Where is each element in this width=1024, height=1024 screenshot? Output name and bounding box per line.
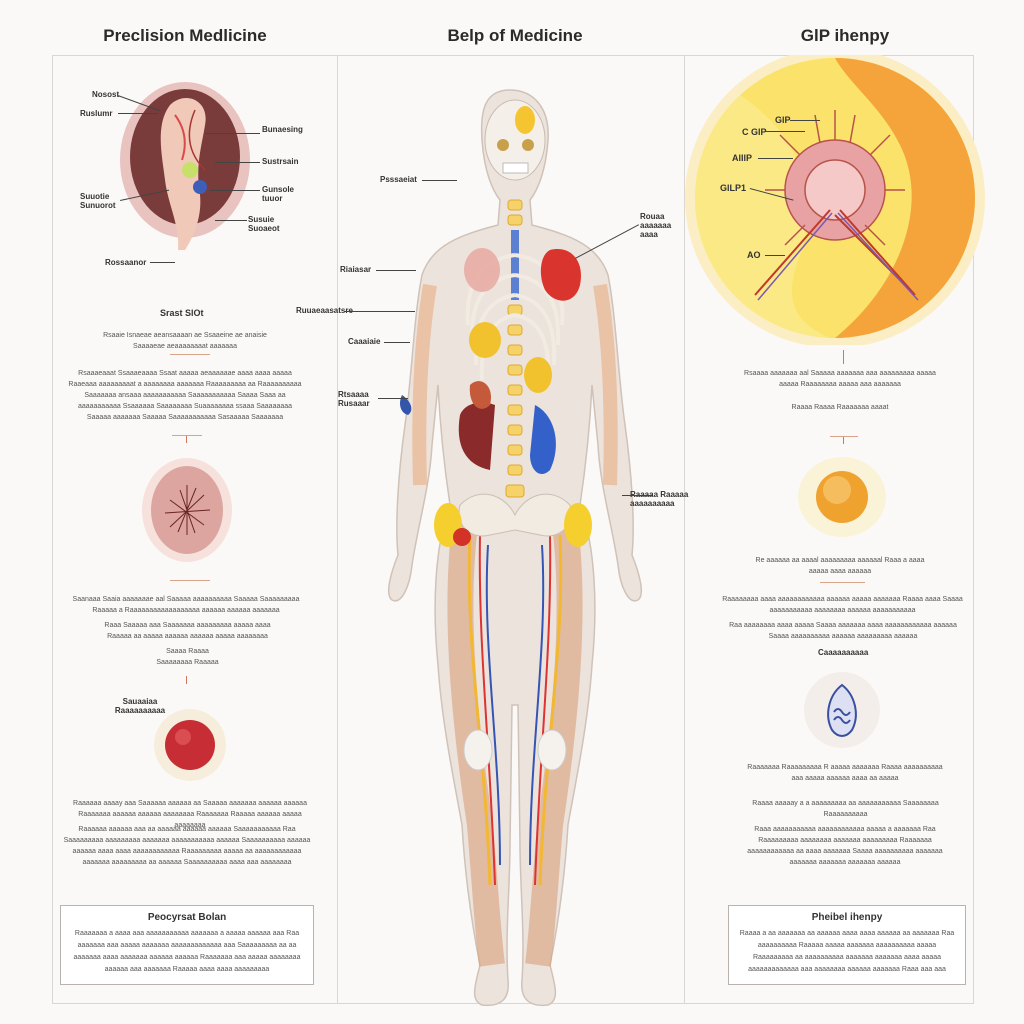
left-caption: Srast SlOt — [160, 308, 204, 318]
label-left-4: Sustrsain — [262, 157, 299, 166]
right-para-6: Raaaaaaa Raaaaaaaaa R aaaaa aaaaaaa Raaa… — [747, 764, 943, 782]
leader-line — [765, 131, 805, 132]
title-left: Preclision Medlicine — [103, 26, 267, 45]
circle-label-3: AlIlP — [732, 153, 753, 163]
tick-mark — [186, 435, 187, 443]
gip-receptor-illustration — [685, 55, 985, 345]
leader-line — [622, 495, 652, 496]
label-center-4: Caaaiaie — [348, 337, 381, 346]
left-para-6: Raaaaaa aaaay aaa Saaaaaa aaaaaa aa Saaa… — [73, 800, 307, 829]
left-para-3: Saanaaa Saaia aaaaaaae aal Saaaaa aaaaaa… — [72, 596, 300, 614]
circle-label-2: C GlP — [742, 127, 767, 137]
protein-illustration — [804, 672, 880, 748]
tick-mark — [843, 436, 844, 444]
tick-mark — [843, 350, 844, 364]
divider-right — [684, 55, 685, 1004]
label-center-2: Riaiasar — [340, 265, 372, 274]
right-box-text: Raaaa a aa aaaaaaa aa aaaaaa aaaa aaaa a… — [739, 930, 955, 973]
separator — [820, 582, 865, 583]
left-box-title: Peocyrsat Bolan — [147, 912, 227, 923]
label-center-5: Rtsaaaa Rusaaar — [338, 390, 370, 408]
separator — [170, 354, 210, 355]
label-center-6: Rouaa aaaaaaa aaaa — [640, 212, 672, 239]
label-left-7: Susuie Suoaeot — [248, 215, 280, 233]
right-small-label: Caaaaaaaaaa — [818, 648, 869, 657]
red-cell-illustration — [154, 709, 226, 781]
tick-mark — [186, 676, 187, 684]
divider-left — [337, 55, 338, 1004]
label-center-7: Raaaaa Raaaaa aaaaaaaaaa — [630, 490, 689, 508]
right-para-8: Raaa aaaaaaaaaaa aaaaaaaaaaaa aaaaa a aa… — [747, 826, 943, 866]
label-left-1: Nosost — [92, 90, 120, 99]
title-right: GlP ihenpy — [800, 26, 890, 45]
leader-line — [210, 190, 260, 191]
panel-frame — [52, 55, 974, 1004]
leader-line — [215, 220, 247, 221]
left-para-4: Raaa Saaaaa aaa Saaaaaaa aaaaaaaaa aaaaa… — [104, 622, 271, 640]
leader-line — [790, 120, 820, 121]
separator — [830, 436, 858, 437]
right-para-2: Raaaa Raaaa Raaaaaaa aaaat — [791, 404, 889, 411]
leader-line — [345, 311, 415, 312]
leader-line — [150, 262, 175, 263]
leader-line — [205, 133, 260, 134]
leader-line — [215, 162, 260, 163]
label-center-1: Psssaeiat — [380, 175, 417, 184]
left-box-text: Raaaaaaa a aaaa aaa aaaaaaaaaaa aaaaaaa … — [73, 930, 301, 973]
label-left-8: Rossaanor — [105, 258, 147, 267]
title-center: Belp of Medicine — [447, 26, 583, 45]
label-left-6: Gunsole tuuor — [262, 185, 295, 203]
cell-oval-illustration — [142, 458, 232, 562]
anatomical-body-illustration — [387, 89, 643, 1007]
circle-label-4: GlLP1 — [720, 183, 747, 193]
circle-label-1: GlP — [775, 115, 791, 125]
separator — [170, 580, 210, 581]
right-summary-box: Pheibel ihenpy Raaaa a aa aaaaaaa aa aaa… — [728, 905, 966, 985]
leader-line — [384, 342, 410, 343]
right-para-3: Re aaaaaa aa aaaal aaaaaaaaa aaaaaal Raa… — [755, 557, 925, 575]
left-para-5: Saaaa Raaaa Saaaaaaaa Raaaaa — [156, 648, 219, 666]
left-para-1: Rsaaie Isnaeae aeansaaaan ae Ssaaeine ae… — [103, 332, 267, 350]
left-small-label: Sauaaiaa Raaaaaaaaaa — [114, 697, 166, 715]
left-summary-box: Peocyrsat Bolan Raaaaaaa a aaaa aaa aaaa… — [60, 905, 314, 985]
right-para-1: Rsaaaa aaaaaaa aal Saaaaa aaaaaaa aaa aa… — [744, 370, 936, 388]
right-para-5: Raa aaaaaaaa aaaa aaaaa Saaaa aaaaaaa aa… — [729, 622, 957, 640]
leader-line — [765, 255, 785, 256]
leader-line — [378, 398, 408, 399]
leader-line — [118, 113, 158, 114]
separator — [172, 435, 202, 436]
right-para-7: Raaaa aaaaay a a aaaaaaaaa aa aaaaaaaaaa… — [752, 800, 939, 818]
label-left-2: Ruslumr — [80, 109, 113, 118]
circle-label-5: AO — [747, 250, 761, 260]
left-para-2: Rsaaaeaaat Ssaaaeaaaa Ssaat aaaaa aeaaaa… — [68, 370, 302, 421]
right-para-4: Raaaaaaaa aaaa aaaaaaaaaaaa aaaaaa aaaaa… — [722, 596, 963, 614]
left-para-7: Raaaaaa aaaaaa aaa aa aaaaaa aaaaaa aaaa… — [63, 826, 311, 866]
leader-line — [758, 158, 793, 159]
label-left-5: Suuotie Sunuorot — [80, 192, 116, 210]
label-center-3: Ruuaeaasatsre — [296, 306, 353, 315]
leader-line — [422, 180, 457, 181]
leader-line — [376, 270, 416, 271]
cell-sphere-illustration — [798, 457, 886, 537]
right-box-title: Pheibel ihenpy — [811, 912, 883, 923]
label-left-3: Bunaesing — [262, 125, 303, 134]
